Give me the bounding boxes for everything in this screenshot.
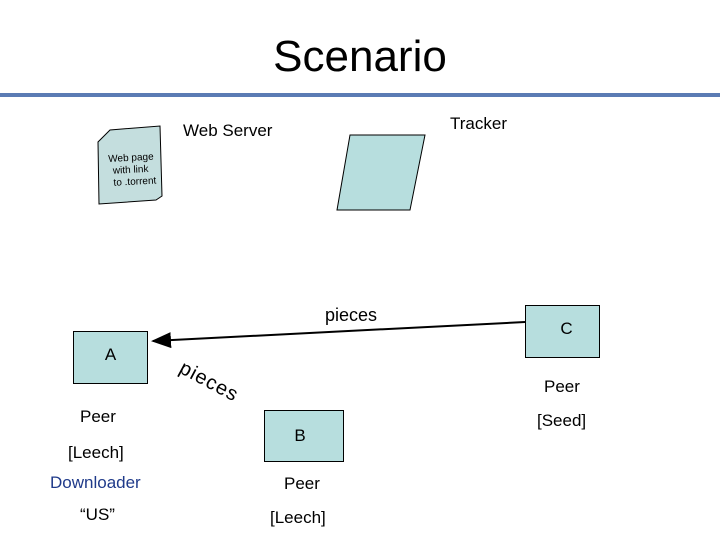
peer-b-node: B — [264, 410, 344, 462]
peer-a-state: [Leech] — [68, 443, 124, 462]
peer-b-state: [Leech] — [270, 508, 326, 527]
peer-c-state: [Seed] — [537, 411, 587, 430]
web-server-label: Web Server — [183, 121, 273, 140]
peer-a-name: A — [104, 344, 117, 364]
peer-a-role: Peer — [80, 407, 116, 426]
edge-c-to-a-label: pieces — [325, 305, 378, 325]
title-underline — [0, 93, 720, 97]
edge-c-to-a — [151, 321, 526, 349]
peer-a-downloader: Downloader — [50, 473, 141, 492]
peer-a-us: “US” — [80, 505, 115, 524]
web-page-note-text: Web page with link to .torrent — [108, 151, 164, 190]
tracker-label: Tracker — [450, 114, 507, 133]
peer-a-node: A — [73, 331, 148, 384]
tracker-shape — [336, 134, 426, 211]
peer-b-name: B — [294, 426, 306, 445]
peer-c-node: C — [525, 305, 600, 358]
peer-c-role: Peer — [544, 377, 580, 396]
peer-c-name: C — [560, 318, 573, 338]
web-page-note-shape — [97, 125, 163, 205]
peer-b-role: Peer — [284, 474, 320, 493]
page-title: Scenario — [273, 32, 447, 81]
